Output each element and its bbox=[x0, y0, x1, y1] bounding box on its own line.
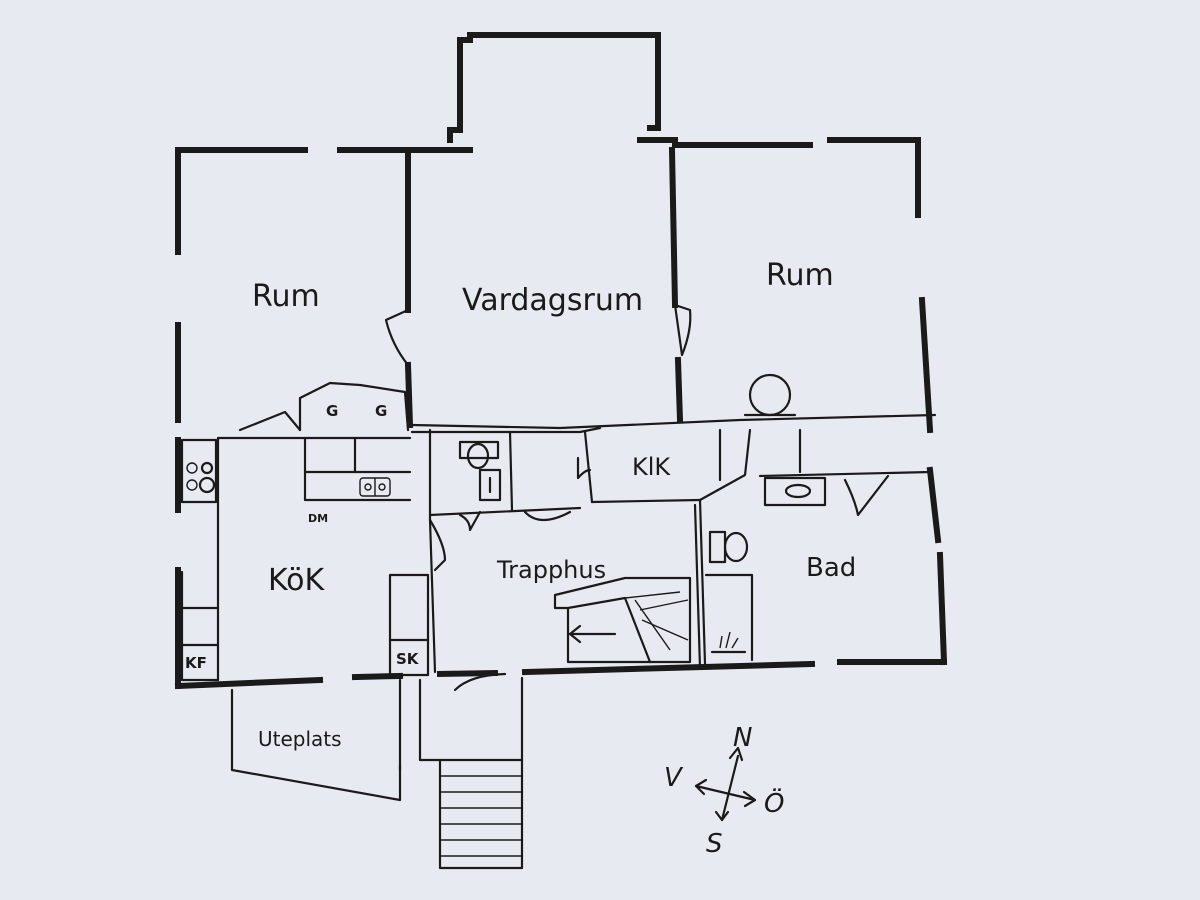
entrance-stairs bbox=[418, 676, 524, 870]
fixture-label-sk: SK bbox=[396, 650, 420, 668]
compass-label-west: V bbox=[664, 763, 684, 793]
compass-label-east: Ö bbox=[764, 787, 784, 819]
doors bbox=[298, 303, 890, 692]
fixture-label-g1: G bbox=[326, 402, 338, 420]
fixture-label-kf: KF bbox=[185, 654, 207, 672]
room-label-bad: Bad bbox=[806, 553, 856, 583]
compass-rose bbox=[694, 746, 757, 822]
room-label-rum-west: Rum bbox=[252, 279, 320, 314]
room-label-rum-east: Rum bbox=[766, 258, 834, 293]
interior-stairs bbox=[553, 576, 692, 664]
room-label-klk: KlK bbox=[632, 453, 671, 481]
fixture-label-g2: G bbox=[375, 402, 387, 420]
compass-label-south: S bbox=[706, 829, 723, 859]
compass-label-north: N bbox=[733, 723, 752, 753]
interior-walls bbox=[216, 146, 937, 682]
bath-fixtures bbox=[458, 440, 827, 662]
patio bbox=[230, 678, 402, 802]
round-stove bbox=[743, 373, 797, 417]
room-label-vardagsrum: Vardagsrum bbox=[462, 283, 643, 318]
room-label-kok: KöK bbox=[268, 563, 326, 598]
kitchen-fixtures bbox=[180, 436, 430, 682]
room-label-trapphus: Trapphus bbox=[496, 556, 606, 584]
room-label-uteplats: Uteplats bbox=[258, 727, 342, 751]
fixture-label-dm: DM bbox=[308, 512, 328, 525]
exterior-walls bbox=[174, 32, 948, 690]
